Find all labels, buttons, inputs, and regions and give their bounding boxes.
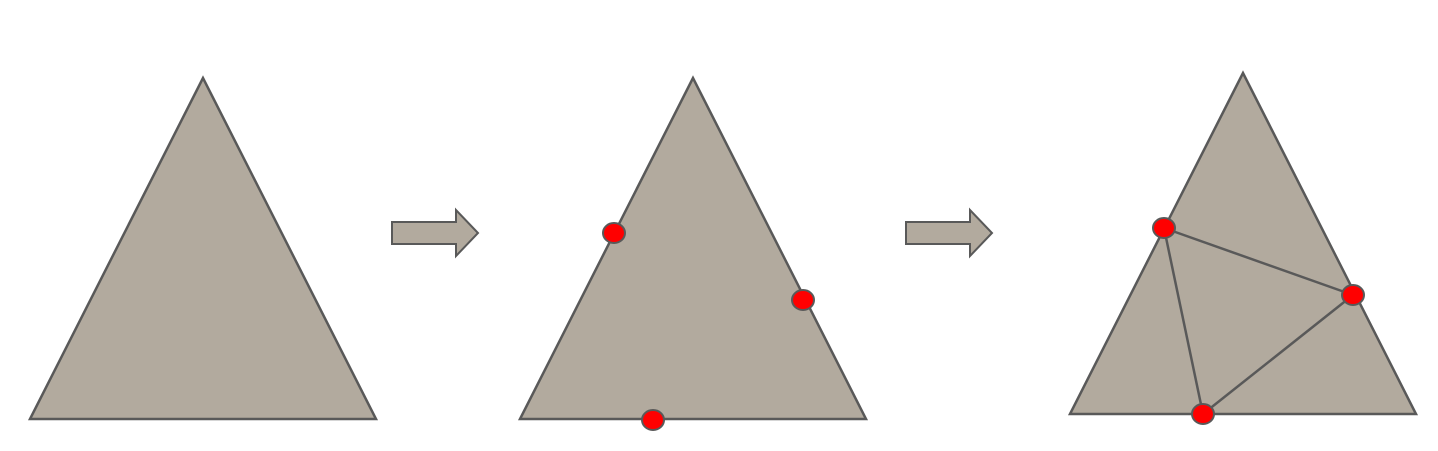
step-subdivided <box>1067 70 1419 425</box>
inner-edge-left-right <box>1163 226 1354 297</box>
arrow-right-icon <box>905 207 994 259</box>
bottom-edge-point <box>641 409 665 431</box>
right-edge-point <box>791 289 815 311</box>
right-vertex-point <box>1341 284 1365 306</box>
left-vertex-point <box>1152 217 1176 239</box>
subdivided-triangle <box>1067 70 1419 416</box>
triangle-with-edge-points <box>517 75 869 421</box>
inner-edge-right-bottom <box>1202 294 1354 415</box>
original-triangle <box>27 75 379 421</box>
inner-edge-left-bottom <box>1162 227 1205 415</box>
step-original <box>27 75 379 421</box>
bottom-vertex-point <box>1191 403 1215 425</box>
left-edge-point <box>602 222 626 244</box>
arrow-right-icon <box>391 207 480 259</box>
step-edge-points <box>517 75 869 431</box>
